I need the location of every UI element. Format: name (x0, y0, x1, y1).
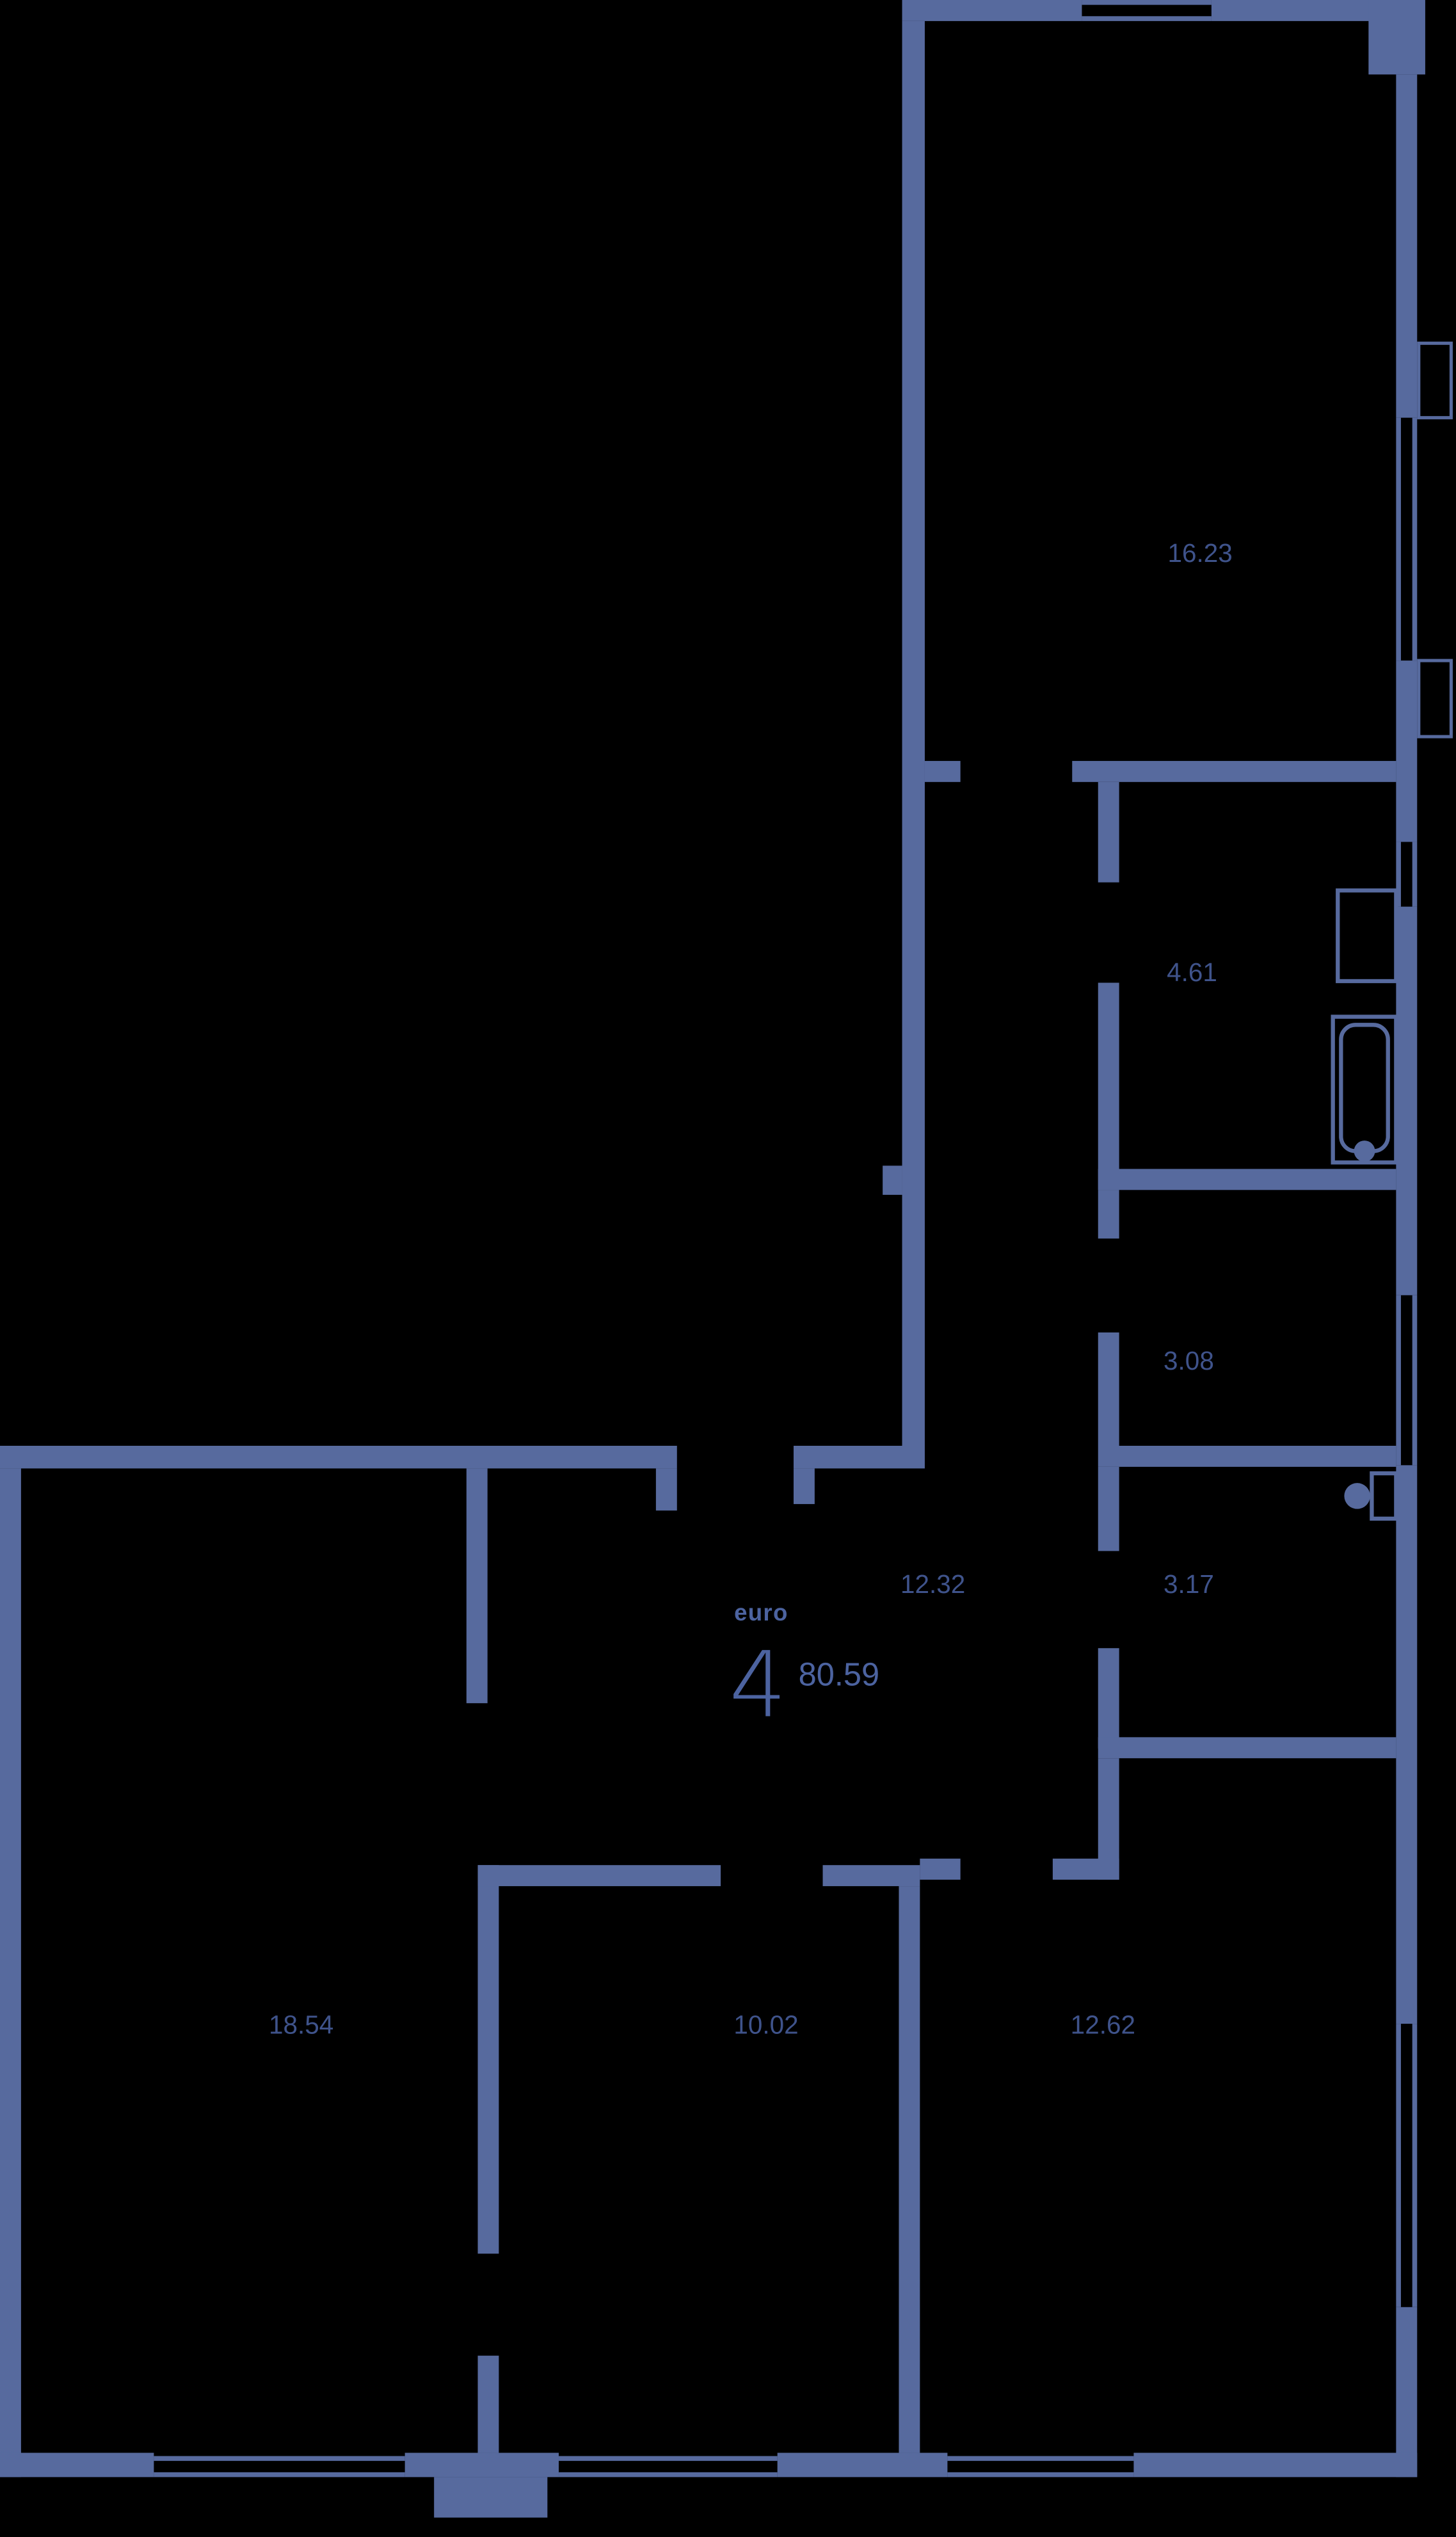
window (1412, 842, 1418, 907)
door-jamb (655, 1468, 677, 1511)
window (1396, 2024, 1401, 2307)
wall-segment (1396, 1465, 1418, 2024)
room-area-label: 3.17 (1164, 1569, 1214, 1599)
wall-segment (1098, 781, 1119, 883)
toilet-tank (1370, 1471, 1398, 1521)
wall-segment (1052, 1859, 1119, 1880)
logo-number: 4 (729, 1632, 787, 1738)
wall-segment (1211, 0, 1373, 21)
wall-segment (477, 1865, 499, 2254)
logo-brand: euro (734, 1599, 788, 1626)
room-area-label: 16.23 (1168, 538, 1233, 568)
room-area-label: 4.61 (1167, 957, 1217, 987)
exterior-pier (434, 2477, 548, 2518)
logo-total-area: 80.59 (799, 1656, 880, 1692)
wall-segment (1396, 660, 1418, 842)
wall-segment (902, 0, 1082, 21)
window (1396, 417, 1401, 661)
wall-segment (1098, 1737, 1396, 1759)
wall-segment (1098, 1648, 1119, 1749)
wall-segment (1098, 1466, 1119, 1551)
room-area-label: 10.02 (733, 2010, 798, 2039)
door-jamb (793, 1468, 815, 1505)
window (947, 2456, 1134, 2461)
window (1082, 0, 1212, 5)
wall-segment (0, 2453, 154, 2477)
balcony-ledge (1417, 341, 1453, 420)
wall-segment (902, 20, 925, 1446)
wall-segment (0, 1468, 21, 2477)
washing-machine (1336, 888, 1398, 984)
window (1082, 16, 1212, 21)
wall-segment (1098, 1169, 1396, 1190)
wall-segment (793, 1445, 925, 1469)
toilet (1344, 1483, 1370, 1509)
window (947, 2472, 1134, 2477)
window (1396, 842, 1401, 907)
wall-segment (1072, 760, 1396, 782)
wall-segment (822, 1865, 920, 1887)
room-area-label: 3.08 (1164, 1346, 1214, 1375)
wall-segment (1396, 74, 1418, 418)
plan-logo: euro 4 80.59 (729, 1599, 879, 1738)
wall-segment (1098, 1190, 1119, 1239)
wall-segment (477, 2355, 499, 2453)
window (154, 2456, 405, 2461)
wall-pilaster (883, 1165, 902, 1195)
room-area-label: 12.32 (900, 1569, 965, 1599)
wall-segment (1133, 2453, 1418, 2477)
wall-segment (404, 2453, 559, 2477)
door-jamb (924, 760, 961, 782)
wall-segment (1098, 1445, 1396, 1467)
wall-segment (920, 1859, 961, 1880)
fixtures (1331, 888, 1398, 1521)
windows (154, 0, 1453, 2477)
wall-segment (466, 1468, 488, 1704)
window (154, 2472, 405, 2477)
window (559, 2472, 778, 2477)
wall-segment (1098, 1332, 1119, 1446)
wall-segment (777, 2453, 948, 2477)
window (559, 2456, 778, 2461)
window (1412, 2024, 1418, 2307)
bathtub-drain (1354, 1140, 1375, 1162)
walls (0, 0, 1425, 2518)
bathtub-inner (1339, 1023, 1390, 1153)
room-area-label: 18.54 (269, 2010, 333, 2039)
wall-segment (477, 1865, 721, 1887)
wall-segment (1098, 982, 1119, 1190)
wall-segment (1368, 0, 1425, 75)
wall-segment (1396, 906, 1418, 1295)
balcony-ledge (1417, 659, 1453, 739)
room-area-label: 12.62 (1071, 2010, 1135, 2039)
wall-segment (1396, 2307, 1418, 2477)
bathtub (1331, 1014, 1398, 1165)
room-labels: 16.23 4.61 3.08 3.17 12.32 18.54 10.02 1… (269, 538, 1233, 2039)
wall-segment (0, 1445, 677, 1469)
window (1412, 1295, 1418, 1466)
window (1412, 417, 1418, 661)
window (1396, 1295, 1401, 1466)
wall-segment (899, 1886, 920, 2453)
